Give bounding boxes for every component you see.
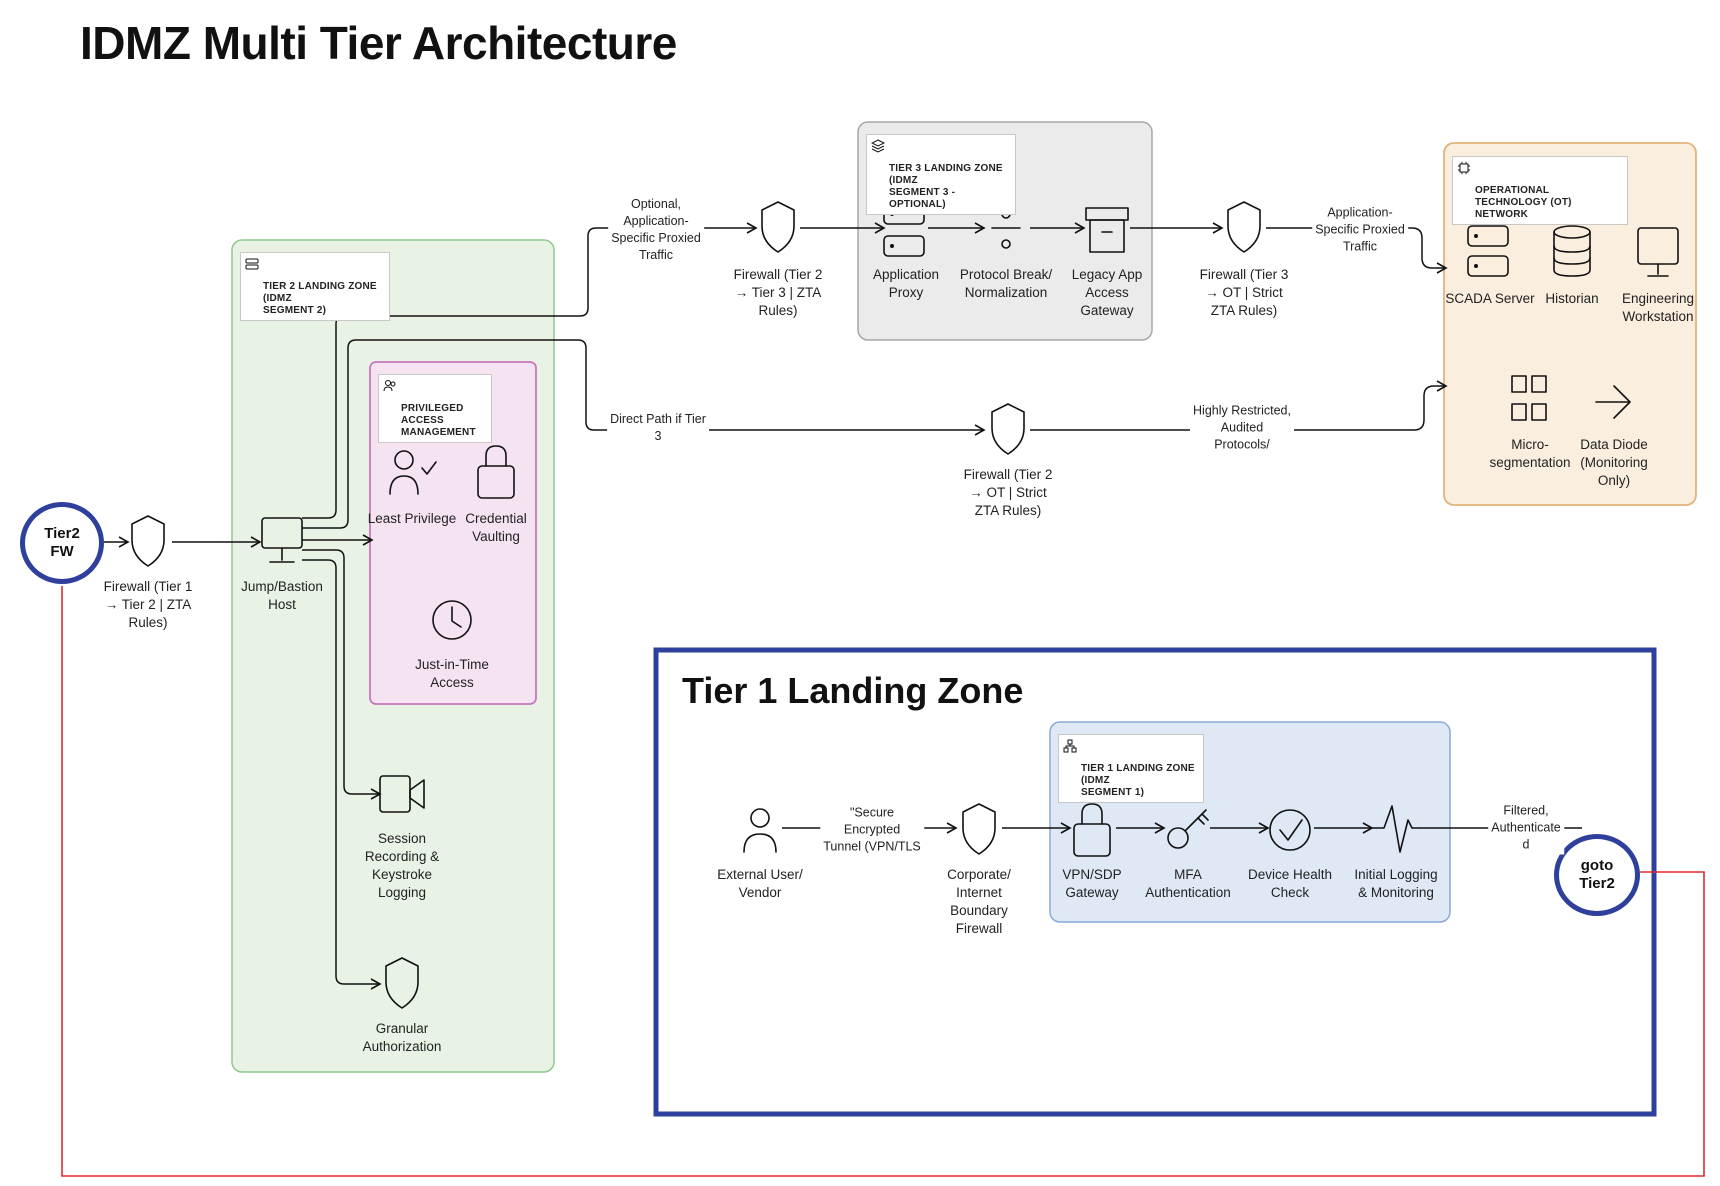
- user-check-icon: [389, 450, 437, 495]
- node-external-user: External User/ Vendor: [717, 867, 803, 900]
- node-legacy-gateway: Legacy App Access Gateway: [1071, 267, 1143, 318]
- lock-icon: [1073, 803, 1111, 857]
- check-circle-icon: [1269, 809, 1311, 851]
- edge-label-optional: Optional, Application- Specific Proxied …: [608, 195, 704, 265]
- edge-label-secure-tunnel: "Secure Encrypted Tunnel (VPN/TLS: [820, 803, 924, 857]
- zone-label-pam: PRIVILEGED ACCESS MANAGEMENT: [378, 374, 492, 443]
- chip-icon: [1458, 162, 1470, 174]
- edge-label-ot: [1402, 227, 1448, 274]
- node-corp-fw: Corporate/ Internet Boundary Firewall: [947, 867, 1011, 936]
- shield-icon: [1227, 201, 1261, 253]
- server-icon: [245, 258, 259, 270]
- server-icon: [1467, 225, 1509, 277]
- node-data-diode: Data Diode (Monitoring Only): [1580, 437, 1648, 488]
- zone-label-text: TIER 1 LANDING ZONE (IDMZ SEGMENT 1): [1081, 763, 1195, 798]
- archive-icon: [1085, 207, 1129, 253]
- shield-icon: [761, 201, 795, 253]
- zone-label-text: TIER 2 LANDING ZONE (IDMZ SEGMENT 2): [263, 281, 377, 316]
- shield-icon: [991, 403, 1025, 455]
- clock-icon: [432, 600, 472, 640]
- goto-tier2-connector[interactable]: goto Tier2: [1554, 834, 1640, 916]
- zone-label-tier1: TIER 1 LANDING ZONE (IDMZ SEGMENT 1): [1058, 734, 1204, 803]
- shield-icon: [385, 957, 419, 1009]
- page-title: IDMZ Multi Tier Architecture: [80, 17, 677, 69]
- node-session-recording: Session Recording & Keystroke Logging: [364, 831, 440, 900]
- edge-jump-direct: [302, 339, 610, 529]
- node-historian: Historian: [1545, 291, 1599, 306]
- zone-label-tier3: TIER 3 LANDING ZONE (IDMZ SEGMENT 3 - OP…: [866, 134, 1016, 215]
- tier2-fw-connector[interactable]: Tier2 FW: [20, 502, 104, 584]
- node-init-logging: Initial Logging & Monitoring: [1354, 867, 1438, 900]
- node-mfa: MFA Authentication: [1145, 867, 1231, 900]
- node-vpn-gw: VPN/SDP Gateway: [1062, 867, 1122, 900]
- video-camera-icon: [379, 775, 425, 813]
- zone-label-tier2: TIER 2 LANDING ZONE (IDMZ SEGMENT 2): [240, 252, 390, 321]
- shield-icon: [962, 803, 996, 855]
- node-fw-t2-t3: Firewall (Tier 2 → Tier 3 | ZTA Rules): [733, 267, 823, 318]
- user-icon: [743, 808, 777, 853]
- workstation-icon: [1637, 227, 1679, 277]
- lock-icon: [477, 445, 515, 499]
- node-jit-access: Just-in-Time Access: [415, 657, 489, 690]
- zone-ot: [1443, 142, 1697, 506]
- grid-icon: [1511, 375, 1547, 421]
- node-protocol-break: Protocol Break/ Normalization: [959, 267, 1053, 300]
- shield-icon: [131, 515, 165, 567]
- edge-restricted-ot: [1288, 380, 1448, 431]
- tier1-frame-title: Tier 1 Landing Zone: [682, 670, 1024, 711]
- node-scada: SCADA Server: [1445, 291, 1535, 306]
- node-credential-vaulting: Credential Vaulting: [465, 511, 527, 544]
- users-icon: [383, 380, 396, 392]
- zone-label-text: OPERATIONAL TECHNOLOGY (OT) NETWORK: [1475, 185, 1572, 220]
- node-jump-host: Jump/Bastion Host: [241, 579, 323, 612]
- zone-label-text: PRIVILEGED ACCESS MANAGEMENT: [401, 403, 476, 438]
- edge-jump-granular: [302, 559, 382, 990]
- zone-label-ot: OPERATIONAL TECHNOLOGY (OT) NETWORK: [1452, 156, 1628, 225]
- network-icon: [1063, 739, 1077, 753]
- edge-label-app-proxied: Application- Specific Proxied Traffic: [1312, 203, 1408, 257]
- edge-label-direct: Direct Path if Tier 3: [607, 410, 709, 446]
- node-granular-auth: Granular Authorization: [362, 1021, 442, 1054]
- node-least-privilege: Least Privilege: [367, 511, 457, 526]
- node-micro-seg: Micro- segmentation: [1489, 437, 1571, 470]
- database-icon: [1553, 225, 1591, 277]
- key-icon: [1167, 809, 1209, 849]
- edge-jump-session: [302, 549, 382, 800]
- edge-label-restricted: Highly Restricted, Audited Protocols/: [1190, 401, 1294, 455]
- loop-connector: [61, 586, 1705, 1177]
- layers-icon: [871, 139, 885, 153]
- monitor-icon: [261, 517, 303, 563]
- node-eng-ws: Engineering Workstation: [1621, 291, 1695, 324]
- node-app-proxy: Application Proxy: [872, 267, 940, 300]
- node-fw-t3-ot: Firewall (Tier 3 → OT | Strict ZTA Rules…: [1199, 267, 1289, 318]
- zone-label-text: TIER 3 LANDING ZONE (IDMZ SEGMENT 3 - OP…: [889, 163, 1003, 210]
- edge-jump-optional: [302, 227, 616, 519]
- arrow-right-icon: [1595, 385, 1631, 419]
- activity-icon: [1371, 805, 1421, 853]
- node-device-health: Device Health Check: [1247, 867, 1333, 900]
- tier1-frame: [653, 647, 1657, 1117]
- node-fw-t2-ot: Firewall (Tier 2 → OT | Strict ZTA Rules…: [963, 467, 1053, 518]
- edge-label-filtered: Filtered, Authenticate d: [1488, 801, 1564, 855]
- zone-pam: [369, 361, 537, 705]
- node-fw-t1-t2: Firewall (Tier 1 → Tier 2 | ZTA Rules): [103, 579, 193, 630]
